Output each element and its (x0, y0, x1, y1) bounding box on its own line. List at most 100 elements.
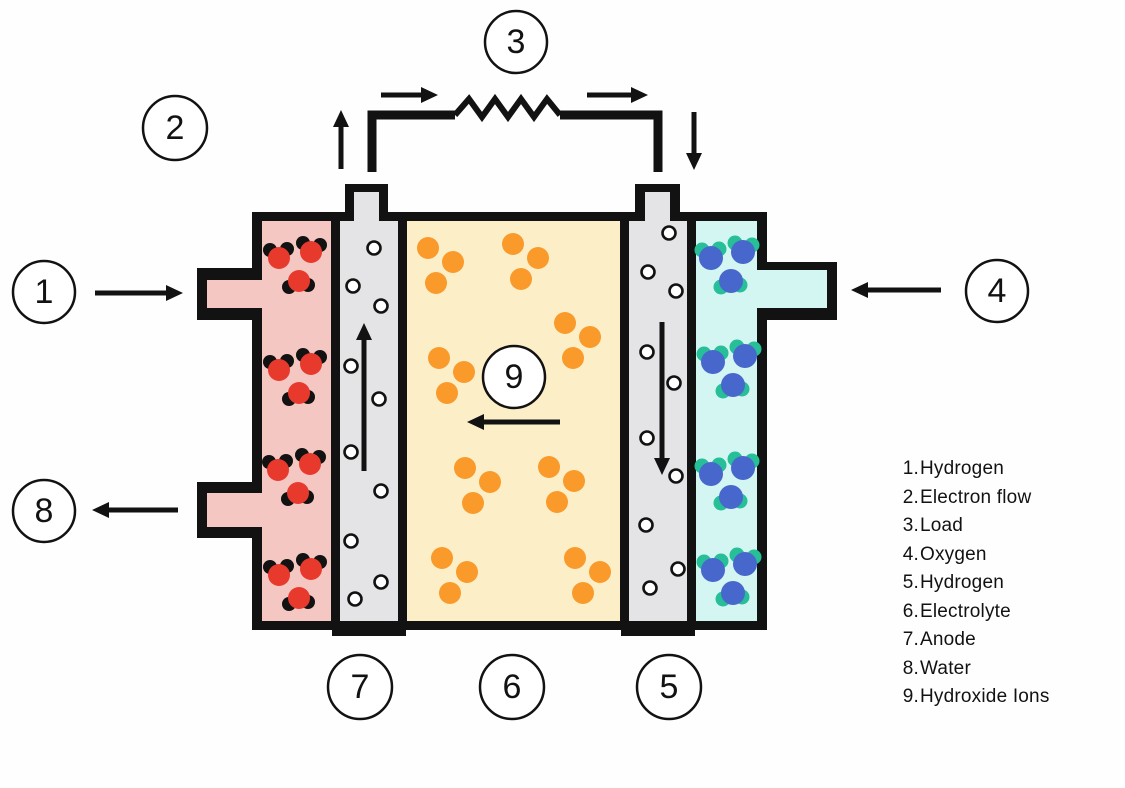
legend-item-number: 8. (902, 657, 919, 679)
water-molecule (262, 454, 293, 481)
hydroxide-ion-cluster (431, 547, 478, 604)
anode-terminal-opening (354, 192, 379, 222)
cathode-terminal-opening (645, 192, 670, 222)
callout-number: 1 (35, 273, 54, 311)
anode-flow-arrow (356, 323, 372, 471)
legend-item-number: 6. (902, 600, 919, 622)
bubble (638, 517, 654, 533)
legend-item: 7.Anode (880, 626, 1050, 655)
bubble (373, 298, 389, 314)
electron-flow-right-arrow (587, 87, 648, 103)
hydroxide-ion-cluster (454, 457, 501, 514)
water-molecule (281, 482, 314, 506)
bubble (347, 591, 363, 607)
legend-item-label: Hydrogen (920, 572, 1004, 593)
legend-item: 2.Electron flow (880, 484, 1050, 513)
water-molecule (263, 242, 294, 269)
oxygen-molecules (694, 235, 762, 607)
hydroxide-ion-cluster (502, 233, 549, 290)
circuit-wire-right (560, 110, 663, 172)
callout-9: 9 (481, 344, 547, 410)
hydroxide-ion-cluster (428, 347, 475, 404)
callout-number: 7 (351, 668, 370, 706)
bubble (343, 533, 359, 549)
hydroxide-ion-cluster (564, 547, 611, 604)
flow-arrows (92, 87, 941, 518)
legend-item-number: 4. (902, 543, 919, 565)
bubble (666, 375, 682, 391)
bubble (670, 561, 686, 577)
legend-item: 3.Load (880, 512, 1050, 541)
water-molecule (296, 553, 327, 580)
bubble (371, 391, 387, 407)
callout-number: 8 (35, 492, 54, 530)
legend-item-number: 1. (902, 458, 919, 479)
callout-8: 8 (11, 478, 77, 544)
hydroxide-ions (417, 233, 611, 604)
callout-number: 9 (505, 358, 524, 396)
legend-item-label: Electron flow (920, 486, 1032, 508)
legend-item-label: Water (920, 657, 971, 679)
bubble (366, 240, 382, 256)
bubble (640, 264, 656, 280)
bubble (661, 225, 677, 241)
electron-up-arrow (333, 110, 349, 169)
oxygen-molecule (696, 553, 729, 582)
oxygen-molecule (729, 547, 762, 576)
oxygen-in-arrow (851, 282, 941, 298)
callout-7: 7 (326, 653, 394, 721)
hydroxide-flow-arrow (467, 414, 560, 430)
hydrogen-inlet-opening (207, 280, 262, 308)
legend-item-label: Electrolyte (920, 600, 1011, 622)
oxygen-molecule (715, 581, 750, 607)
callout-number: 5 (660, 668, 679, 706)
callout-number: 6 (503, 668, 522, 706)
water-outlet-opening (207, 493, 262, 527)
water-molecule (282, 587, 315, 611)
cathode-flow-arrow (654, 322, 670, 475)
oxygen-inlet-opening (757, 270, 827, 308)
load-resistor (452, 93, 563, 123)
bubble (343, 358, 359, 374)
callout-5: 5 (635, 653, 703, 721)
electron-down-arrow (686, 112, 702, 170)
water-molecule (282, 382, 315, 406)
bubble (668, 283, 684, 299)
bubble (343, 444, 359, 460)
cathode-electrode (629, 221, 687, 621)
callout-1: 1 (11, 259, 77, 325)
anode-foot (332, 630, 406, 636)
oxygen-molecule (729, 339, 762, 368)
cathode-bubbles (638, 225, 686, 596)
electron-flow-left-arrow (381, 87, 438, 103)
bubble (639, 344, 655, 360)
oxygen-molecule (727, 235, 760, 264)
oxygen-molecule (696, 345, 729, 374)
callout-number: 2 (166, 109, 185, 147)
legend-item: 4.Oxygen (880, 541, 1050, 570)
callout-6: 6 (478, 653, 546, 721)
water-molecules (262, 236, 327, 611)
bubble (642, 580, 658, 596)
legend-item-number: 7. (902, 629, 919, 650)
callout-number: 3 (507, 23, 526, 61)
oxygen-molecule (694, 241, 727, 270)
legend-item-label: Oxygen (920, 543, 987, 565)
legend-item-label: Hydrogen (920, 458, 1004, 479)
hydroxide-ion-cluster (554, 312, 601, 369)
oxygen-molecule (694, 457, 727, 486)
legend-item-number: 3. (902, 515, 919, 536)
legend-item-number: 9. (902, 686, 919, 707)
hydroxide-ion-cluster (538, 456, 585, 513)
water-molecule (263, 559, 294, 586)
water-molecule (296, 236, 327, 263)
legend-item-label: Hydroxide Ions (920, 686, 1050, 707)
bubble (639, 430, 655, 446)
legend-item-number: 5. (902, 572, 919, 593)
water-molecule (282, 270, 315, 294)
legend-item: 1.Hydrogen (880, 455, 1050, 484)
